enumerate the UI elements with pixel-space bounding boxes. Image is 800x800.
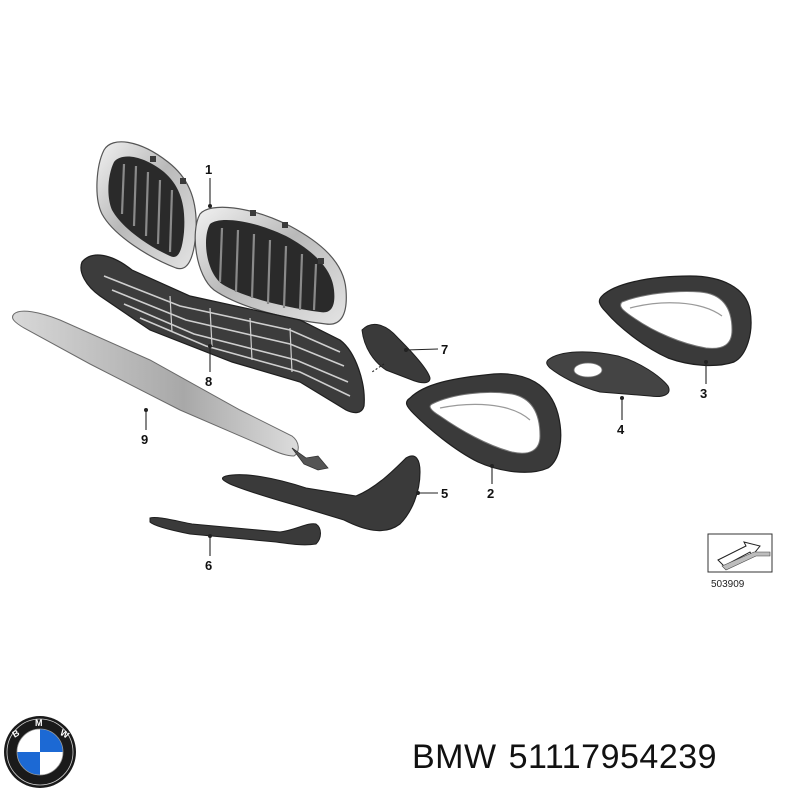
svg-text:B: B [11, 727, 22, 739]
diagram-code: 503909 [711, 579, 745, 590]
lower-center-trim-part [221, 455, 421, 532]
thin-trim-strip-part [149, 517, 321, 546]
callout-3: 3 [700, 386, 707, 401]
brand-name: BMW [412, 738, 497, 776]
callout-5: 5 [441, 486, 448, 501]
callout-2: 2 [487, 486, 494, 501]
fog-light-frame-right-part [598, 275, 752, 367]
bmw-logo: B M W [4, 716, 76, 788]
callout-8: 8 [205, 374, 212, 389]
callout-1: 1 [205, 162, 212, 177]
svg-text:M: M [35, 718, 43, 728]
chrome-trim-strip-part [11, 310, 329, 471]
bracket-part [361, 323, 431, 384]
insert-panel-part [546, 351, 670, 397]
callout-9: 9 [141, 432, 148, 447]
lower-grille-part [80, 254, 365, 414]
part-caption: BMW 51117954239 [412, 738, 729, 777]
callout-6: 6 [205, 558, 212, 573]
kidney-grille-part [96, 141, 347, 325]
leader-lines [144, 178, 708, 556]
diagram-code-box: 503909 [707, 533, 773, 590]
callout-7: 7 [441, 342, 448, 357]
callout-4: 4 [617, 422, 625, 437]
fog-light-frame-left-part [405, 373, 562, 473]
part-number: 51117954239 [508, 738, 718, 776]
